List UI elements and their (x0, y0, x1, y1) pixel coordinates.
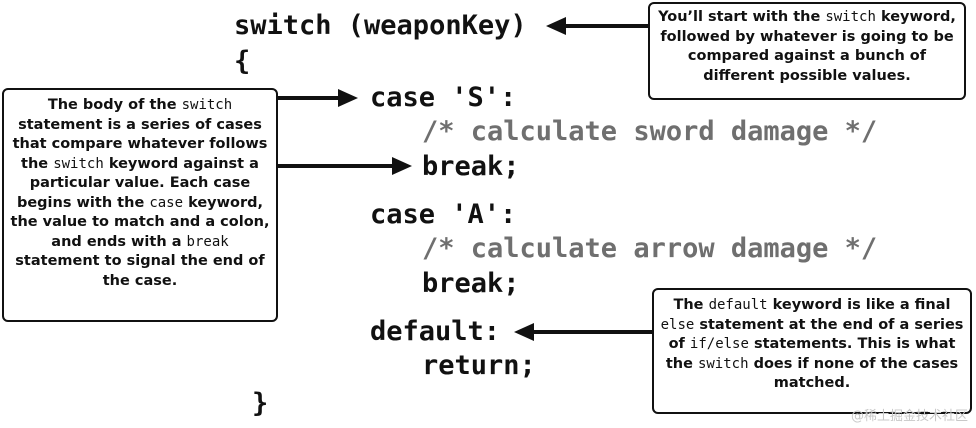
code-comment-sword: /* calculate sword damage */ (422, 116, 878, 147)
callout-text: You’ll start with the (658, 9, 826, 25)
callout-text: keyword against a particular value. Each… (16, 155, 259, 211)
keyword-switch: switch (181, 97, 233, 113)
keyword-case: case (149, 194, 184, 211)
callout-default: The default keyword is like a final else… (652, 288, 972, 414)
arrowhead-case-s (338, 89, 358, 107)
keyword-switch: switch (53, 155, 104, 172)
callout-text: The body of the (47, 97, 182, 113)
callout-switch-body: The body of the switch statement is a se… (2, 88, 278, 322)
arrowhead-switch (546, 17, 566, 35)
callout-switch-intro: You’ll start with the switch keyword, fo… (648, 2, 966, 100)
callout-text: keyword, followed by whatever is going t… (660, 9, 956, 84)
callout-text: does if none of the cases matched. (748, 355, 959, 392)
code-close-brace: } (252, 388, 269, 419)
code-return: return; (422, 350, 536, 381)
keyword-if-else: if/else (689, 336, 749, 352)
arrowhead-break (392, 157, 412, 175)
callout-text: statement to signal the end of the case. (15, 253, 265, 289)
code-case-s: case 'S': (370, 82, 517, 113)
code-break-2: break; (422, 268, 520, 299)
keyword-switch: switch (825, 9, 876, 25)
callout-text: statement is a series of cases that comp… (12, 116, 268, 172)
callout-text: keyword is like a final (767, 297, 951, 313)
callout-text: statements. This is what the (665, 336, 956, 372)
code-switch-line: switch (weaponKey) (234, 10, 527, 41)
code-break-1: break; (422, 151, 520, 182)
code-open-brace: { (234, 46, 251, 77)
callout-text: keyword, the value to match and a colon,… (10, 194, 270, 250)
arrowhead-default (514, 323, 534, 341)
code-default: default: (370, 316, 501, 347)
callout-text: The (673, 297, 709, 313)
keyword-default: default (708, 297, 768, 313)
keyword-switch: switch (697, 355, 749, 372)
code-case-a: case 'A': (370, 199, 517, 230)
code-comment-arrow: /* calculate arrow damage */ (422, 233, 878, 264)
watermark: @稀土掘金技术社区 (850, 409, 968, 424)
keyword-else: else (660, 316, 695, 333)
keyword-break: break (186, 233, 229, 250)
callout-text: statement at the end of a series of (668, 316, 964, 353)
